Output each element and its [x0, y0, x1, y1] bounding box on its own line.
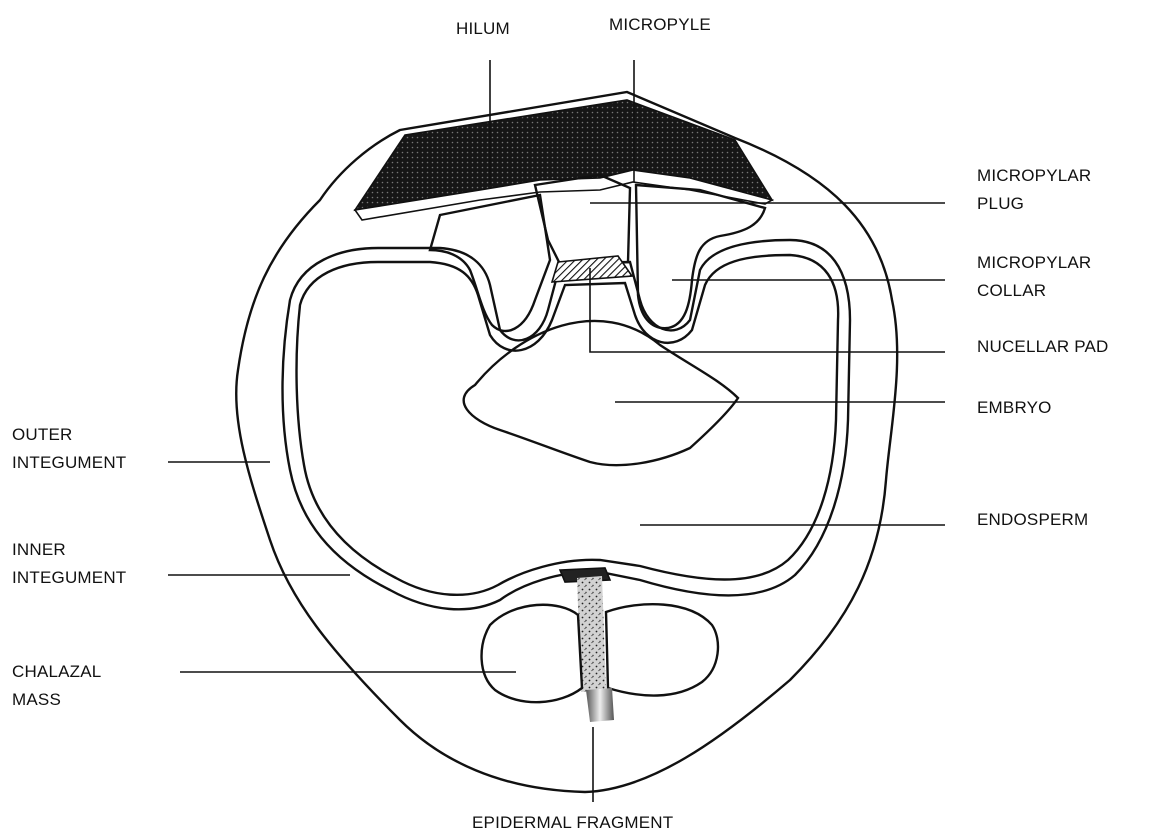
label-micropylar-plug-line2: PLUG [977, 194, 1024, 213]
inner-integument [283, 240, 851, 609]
label-chalazal-mass-line2: MASS [12, 690, 61, 709]
label-chalazal-mass: CHALAZAL MASS [12, 662, 106, 709]
micropylar-collar-left [430, 195, 550, 331]
label-hilum: HILUM [456, 19, 510, 38]
endosperm [297, 255, 839, 595]
nucellar-pad [552, 256, 632, 282]
chalazal-mass-left [482, 605, 582, 702]
epidermal-fragment [586, 688, 614, 722]
label-epidermal-fragment: EPIDERMAL FRAGMENT [472, 813, 673, 832]
label-outer-integument-line1: OUTER [12, 425, 73, 444]
outer-integument [236, 92, 897, 792]
label-micropylar-collar: MICROPYLAR COLLAR [977, 253, 1096, 300]
label-micropylar-collar-line1: MICROPYLAR [977, 253, 1091, 272]
label-chalazal-mass-line1: CHALAZAL [12, 662, 101, 681]
micropylar-collar-right [636, 185, 765, 328]
label-inner-integument: INNER INTEGUMENT [12, 540, 126, 587]
label-nucellar-pad: NUCELLAR PAD [977, 337, 1109, 356]
label-micropylar-plug: MICROPYLAR PLUG [977, 166, 1096, 213]
label-embryo: EMBRYO [977, 398, 1052, 417]
embryo [464, 321, 738, 465]
label-outer-integument-line2: INTEGUMENT [12, 453, 126, 472]
label-outer-integument: OUTER INTEGUMENT [12, 425, 126, 472]
label-micropylar-collar-line2: COLLAR [977, 281, 1046, 300]
label-micropylar-plug-line1: MICROPYLAR [977, 166, 1091, 185]
label-micropyle: MICROPYLE [609, 15, 711, 34]
chalazal-mass-right [606, 604, 718, 695]
label-inner-integument-line1: INNER [12, 540, 66, 559]
label-inner-integument-line2: INTEGUMENT [12, 568, 126, 587]
label-endosperm: ENDOSPERM [977, 510, 1088, 529]
